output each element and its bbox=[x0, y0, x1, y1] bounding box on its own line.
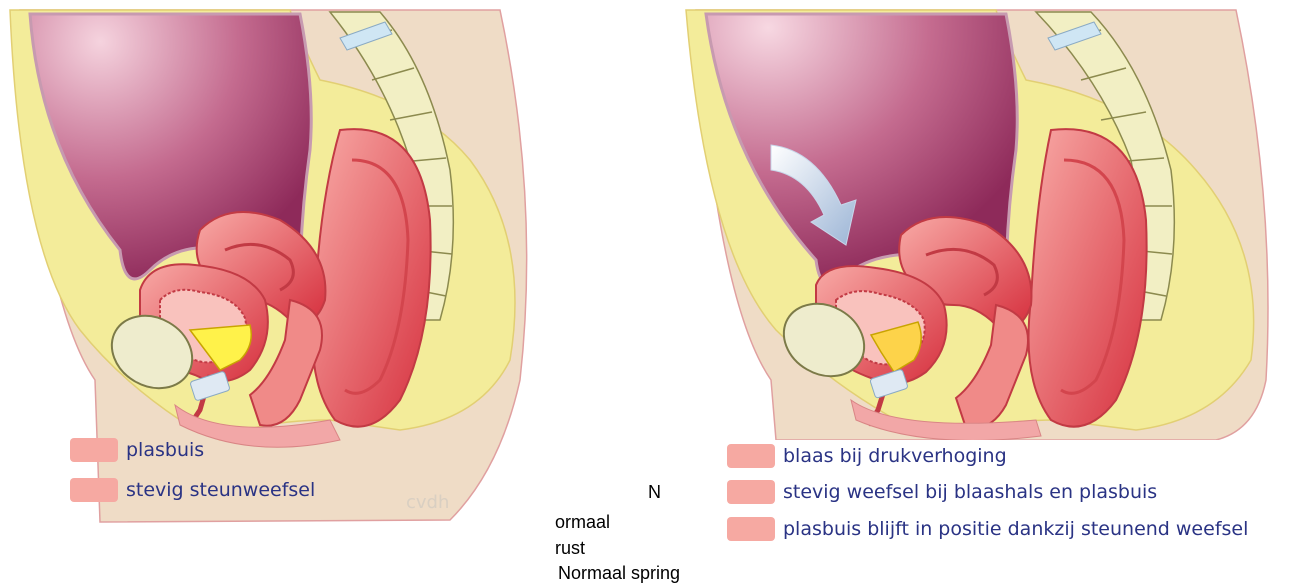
legend-label: stevig weefsel bij blaashals en plasbuis bbox=[783, 481, 1157, 503]
legend-item: stevig steunweefsel bbox=[70, 478, 315, 502]
legend-label: plasbuis bbox=[126, 439, 204, 461]
caption-fragment: N bbox=[648, 481, 661, 503]
credit-text: cvdh bbox=[406, 492, 449, 513]
legend-swatch bbox=[727, 517, 775, 541]
pelvis-illustration-pressure bbox=[676, 0, 1301, 440]
legend-label: blaas bij drukverhoging bbox=[783, 445, 1007, 467]
legend-item: blaas bij drukverhoging bbox=[727, 444, 1007, 468]
legend-swatch bbox=[727, 444, 775, 468]
diagram-normal-rest: plasbuis stevig steunweefsel cvdh bbox=[0, 0, 530, 530]
legend-swatch bbox=[70, 478, 118, 502]
legend-item: stevig weefsel bij blaashals en plasbuis bbox=[727, 480, 1157, 504]
diagram-pressure: blaas bij drukverhoging stevig weefsel b… bbox=[676, 0, 1301, 586]
legend-item: plasbuis blijft in positie dankzij steun… bbox=[727, 517, 1248, 541]
legend-swatch bbox=[70, 438, 118, 462]
legend-label: plasbuis blijft in positie dankzij steun… bbox=[783, 518, 1248, 540]
legend-label: stevig steunweefsel bbox=[126, 479, 315, 501]
caption-line: Normaal spring bbox=[558, 562, 680, 584]
legend-swatch bbox=[727, 480, 775, 504]
caption-line: rust bbox=[555, 537, 585, 559]
caption-line: ormaal bbox=[555, 511, 610, 533]
legend-item: plasbuis bbox=[70, 438, 204, 462]
